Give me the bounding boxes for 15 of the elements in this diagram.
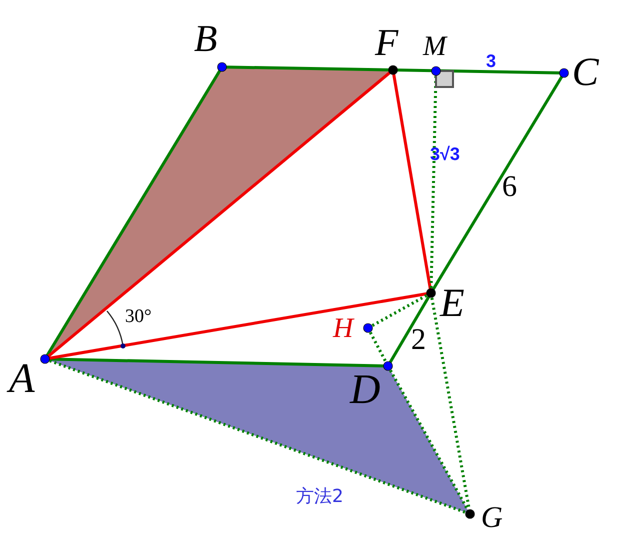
length-label: 6 bbox=[502, 172, 517, 202]
angle-label: 30° bbox=[125, 307, 152, 326]
point-label: A bbox=[9, 358, 35, 400]
length-label: 3 bbox=[486, 52, 496, 70]
point-label: F bbox=[375, 24, 398, 62]
point-label: E bbox=[440, 283, 464, 323]
method-note: 方法2 bbox=[296, 488, 344, 506]
point-label: M bbox=[423, 33, 446, 61]
point-label: B bbox=[194, 20, 218, 58]
point-label: D bbox=[350, 369, 380, 411]
length-label: 3√3 bbox=[430, 145, 460, 163]
point-label: H bbox=[333, 315, 354, 343]
length-label: 2 bbox=[411, 325, 426, 355]
point-label: C bbox=[572, 52, 599, 92]
point-label: G bbox=[481, 503, 503, 533]
